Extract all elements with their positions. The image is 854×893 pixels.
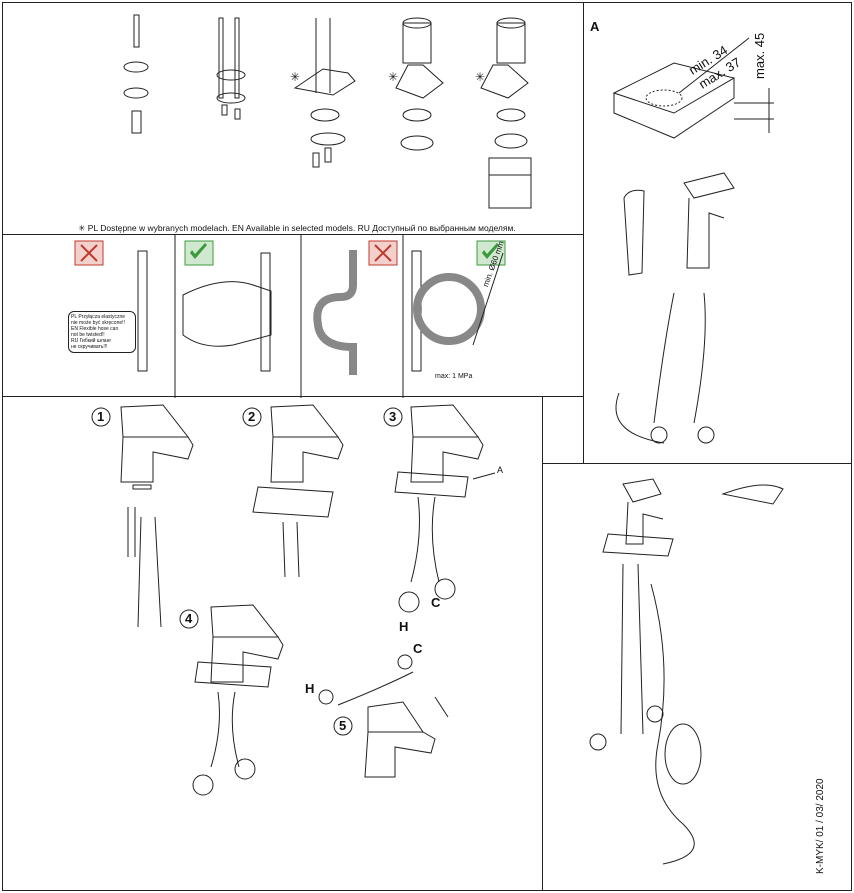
- shower-set-drawing: [589, 478, 784, 865]
- warning-line: RU Гибкий шланг: [71, 338, 112, 344]
- step-4-number: 4: [185, 611, 193, 626]
- step-3-number: 3: [389, 409, 397, 424]
- availability-note: ✳ PL Dostępne w wybranych modelach. EN A…: [7, 223, 587, 234]
- availability-text: PL Dostępne w wybranych modelach. EN Ava…: [87, 223, 516, 233]
- hose-rules-drawing: [74, 235, 506, 398]
- cold-label: C: [431, 595, 441, 610]
- callout-a: A: [497, 465, 504, 475]
- detail-a-label: A: [590, 19, 600, 34]
- warning-line: EN Flexible hose can: [71, 326, 119, 332]
- warning-line: not be twisted!!: [71, 332, 105, 338]
- warning-line: nie może być skręcone!!: [71, 320, 125, 326]
- svg-text:✳: ✳: [475, 70, 485, 84]
- step-5-number: 5: [339, 718, 347, 733]
- steps-panel: 1 2 3 4 5 A H C C H: [2, 396, 543, 891]
- document-code: K-MYK/ 01 / 03/ 2020: [815, 778, 826, 874]
- parts-drawing: ✳ ✳ ✳: [123, 14, 532, 209]
- warning-line: не скручивать!!!: [71, 344, 108, 350]
- warning-line: PL Przyłącza elastyczne: [71, 314, 126, 320]
- hot-label: H: [399, 619, 409, 634]
- detail-a-drawing: [612, 37, 774, 444]
- shower-set-panel: K-MYK/ 01 / 03/ 2020: [542, 463, 852, 891]
- svg-text:✳: ✳: [290, 70, 300, 84]
- hose-warning-box: PL Przyłącza elastyczne nie może być skr…: [68, 311, 136, 353]
- parts-panel: ✳ ✳ ✳ ✳ PL Dostępne w wybranych modelach. …: [2, 2, 584, 235]
- max-hole: max. 45: [752, 32, 767, 79]
- svg-text:✳: ✳: [388, 70, 398, 84]
- detail-a-panel: A min. 34 max. 37 max. 45: [583, 2, 852, 464]
- asterisk-icon: ✳: [78, 223, 86, 233]
- hose-rules-panel: PL Przyłącza elastyczne nie może być skr…: [2, 234, 584, 398]
- max-pressure: max: 1 MPa: [435, 373, 473, 380]
- hot-label-step5: H: [305, 681, 315, 696]
- step-2-number: 2: [248, 409, 256, 424]
- step-1-number: 1: [97, 409, 105, 424]
- steps-drawing: [91, 404, 496, 796]
- cold-label-step5: C: [413, 641, 423, 656]
